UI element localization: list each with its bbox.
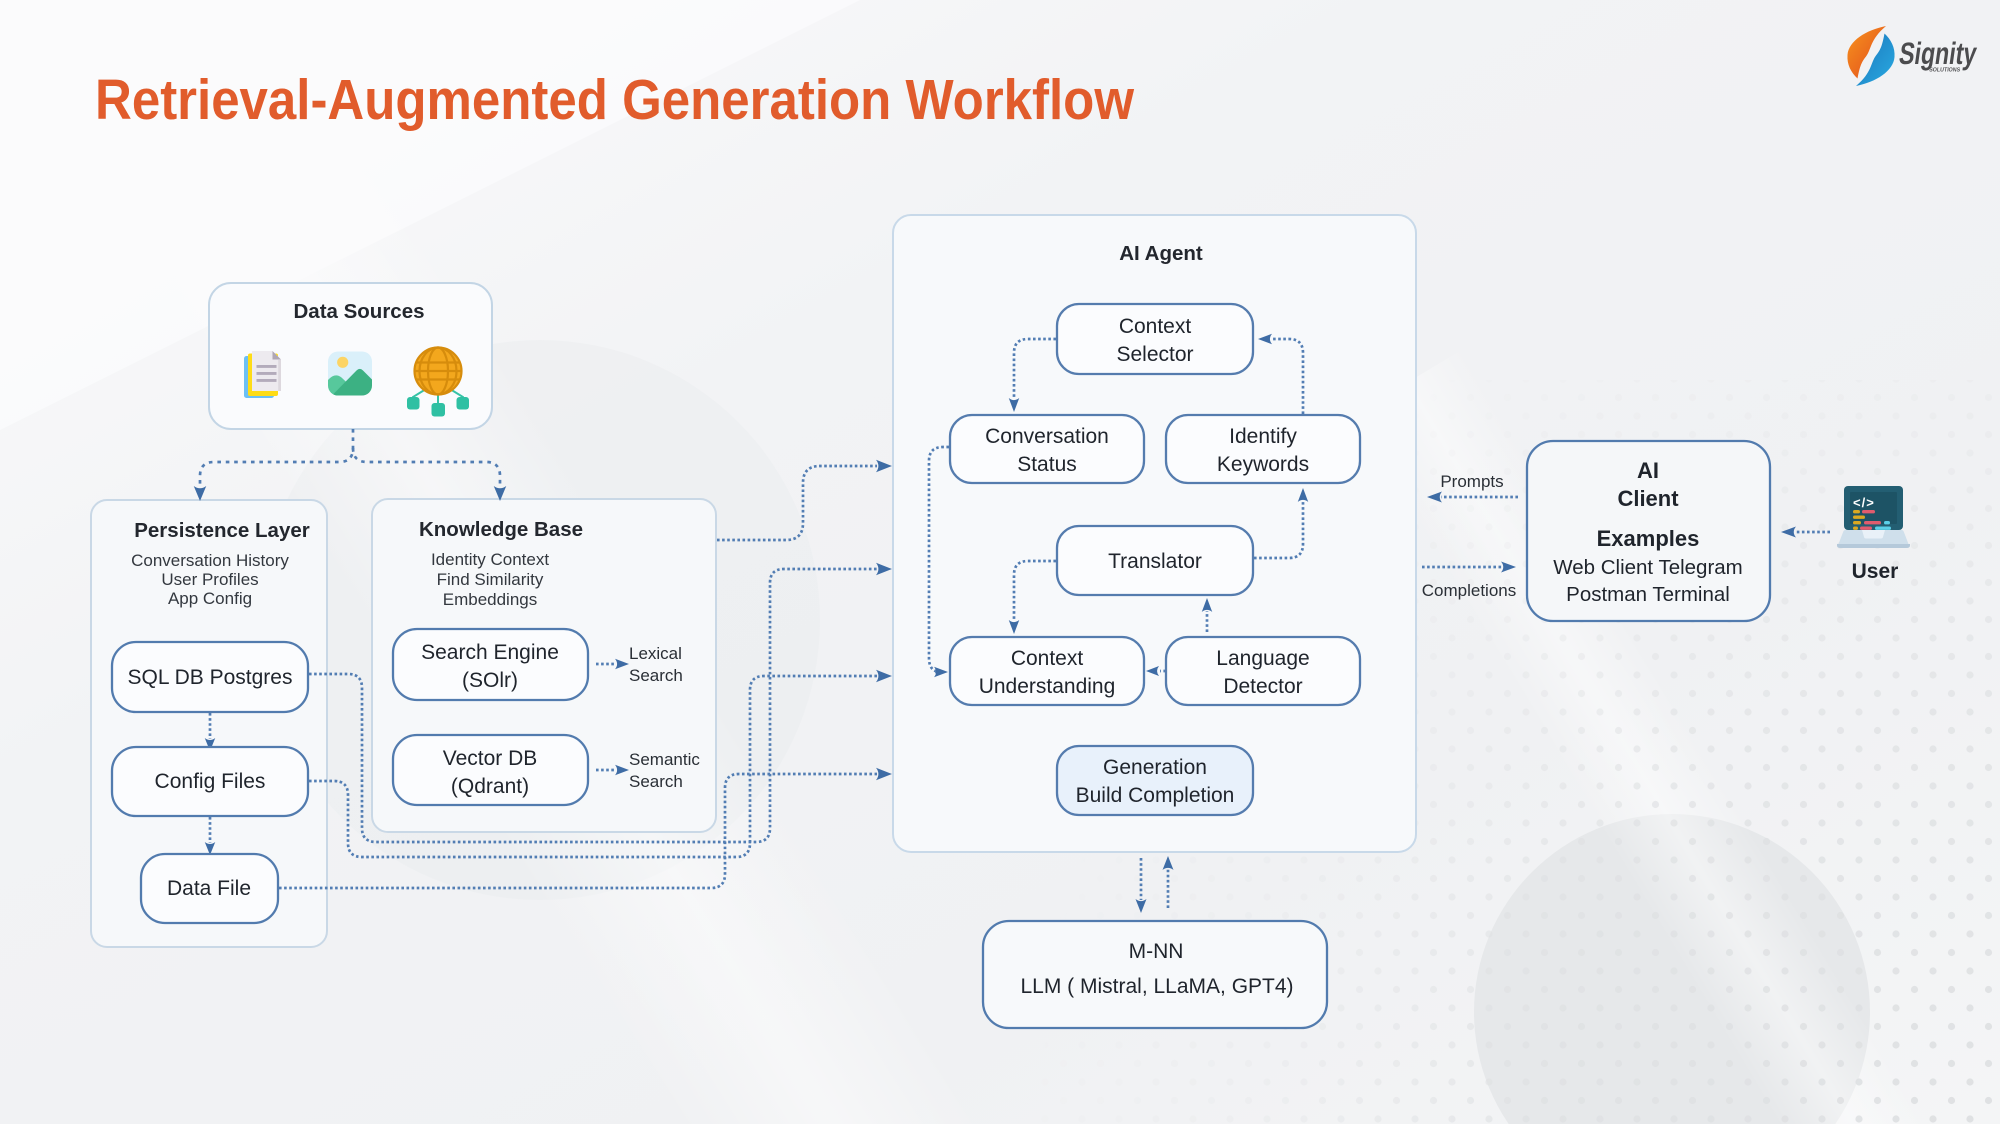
svg-text:Context: Context — [1119, 315, 1192, 338]
svg-text:User: User — [1852, 560, 1899, 583]
svg-text:Completions: Completions — [1422, 581, 1517, 600]
svg-text:Keywords: Keywords — [1217, 453, 1309, 476]
svg-text:Data File: Data File — [167, 877, 251, 900]
svg-text:AI: AI — [1637, 458, 1659, 483]
svg-text:SOLUTIONS: SOLUTIONS — [1929, 68, 1961, 74]
svg-text:Persistence Layer: Persistence Layer — [134, 519, 310, 542]
svg-text:Identify: Identify — [1229, 425, 1297, 448]
svg-text:Conversation: Conversation — [985, 425, 1109, 448]
svg-text:(SOlr): (SOlr) — [462, 669, 518, 692]
svg-text:Identity Context: Identity Context — [431, 550, 549, 569]
svg-text:App Config: App Config — [168, 589, 252, 608]
svg-text:(Qdrant): (Qdrant) — [451, 775, 529, 798]
svg-text:User Profiles: User Profiles — [161, 570, 258, 589]
svg-text:Client: Client — [1617, 486, 1679, 511]
svg-text:Examples: Examples — [1597, 526, 1700, 551]
svg-text:Signity: Signity — [1897, 36, 1979, 71]
svg-text:Translator: Translator — [1108, 550, 1202, 573]
svg-text:Detector: Detector — [1223, 675, 1302, 698]
svg-text:AI Agent: AI Agent — [1119, 242, 1203, 265]
svg-text:Lexical: Lexical — [629, 644, 682, 663]
svg-text:Understanding: Understanding — [979, 675, 1116, 698]
svg-text:Conversation History: Conversation History — [131, 551, 289, 570]
svg-text:Vector DB: Vector DB — [443, 747, 538, 770]
svg-text:</>: </> — [1853, 495, 1875, 510]
svg-text:Prompts: Prompts — [1440, 472, 1503, 491]
svg-text:LLM ( Mistral, LLaMA, GPT4): LLM ( Mistral, LLaMA, GPT4) — [1020, 975, 1293, 998]
svg-text:Embeddings: Embeddings — [443, 590, 538, 609]
svg-text:Web Client Telegram: Web Client Telegram — [1553, 556, 1743, 579]
svg-text:Build Completion: Build Completion — [1076, 784, 1235, 807]
svg-text:Semantic: Semantic — [629, 750, 700, 769]
svg-text:Generation: Generation — [1103, 756, 1207, 779]
svg-text:Status: Status — [1017, 453, 1077, 476]
svg-text:Config Files: Config Files — [155, 770, 266, 793]
svg-text:Search: Search — [629, 772, 683, 791]
svg-text:Retrieval-Augmented Generation: Retrieval-Augmented Generation Workflow — [95, 68, 1135, 132]
svg-text:Find Similarity: Find Similarity — [437, 570, 544, 589]
svg-text:Postman Terminal: Postman Terminal — [1566, 583, 1730, 606]
svg-text:Knowledge Base: Knowledge Base — [419, 518, 583, 541]
svg-text:SQL DB Postgres: SQL DB Postgres — [128, 666, 293, 689]
svg-text:Language: Language — [1216, 647, 1309, 670]
svg-text:Search: Search — [629, 666, 683, 685]
svg-text:Search Engine: Search Engine — [421, 641, 559, 664]
svg-text:M-NN: M-NN — [1129, 940, 1184, 963]
svg-text:Data Sources: Data Sources — [293, 300, 424, 323]
svg-text:Context: Context — [1011, 647, 1084, 670]
svg-text:Selector: Selector — [1116, 343, 1193, 366]
